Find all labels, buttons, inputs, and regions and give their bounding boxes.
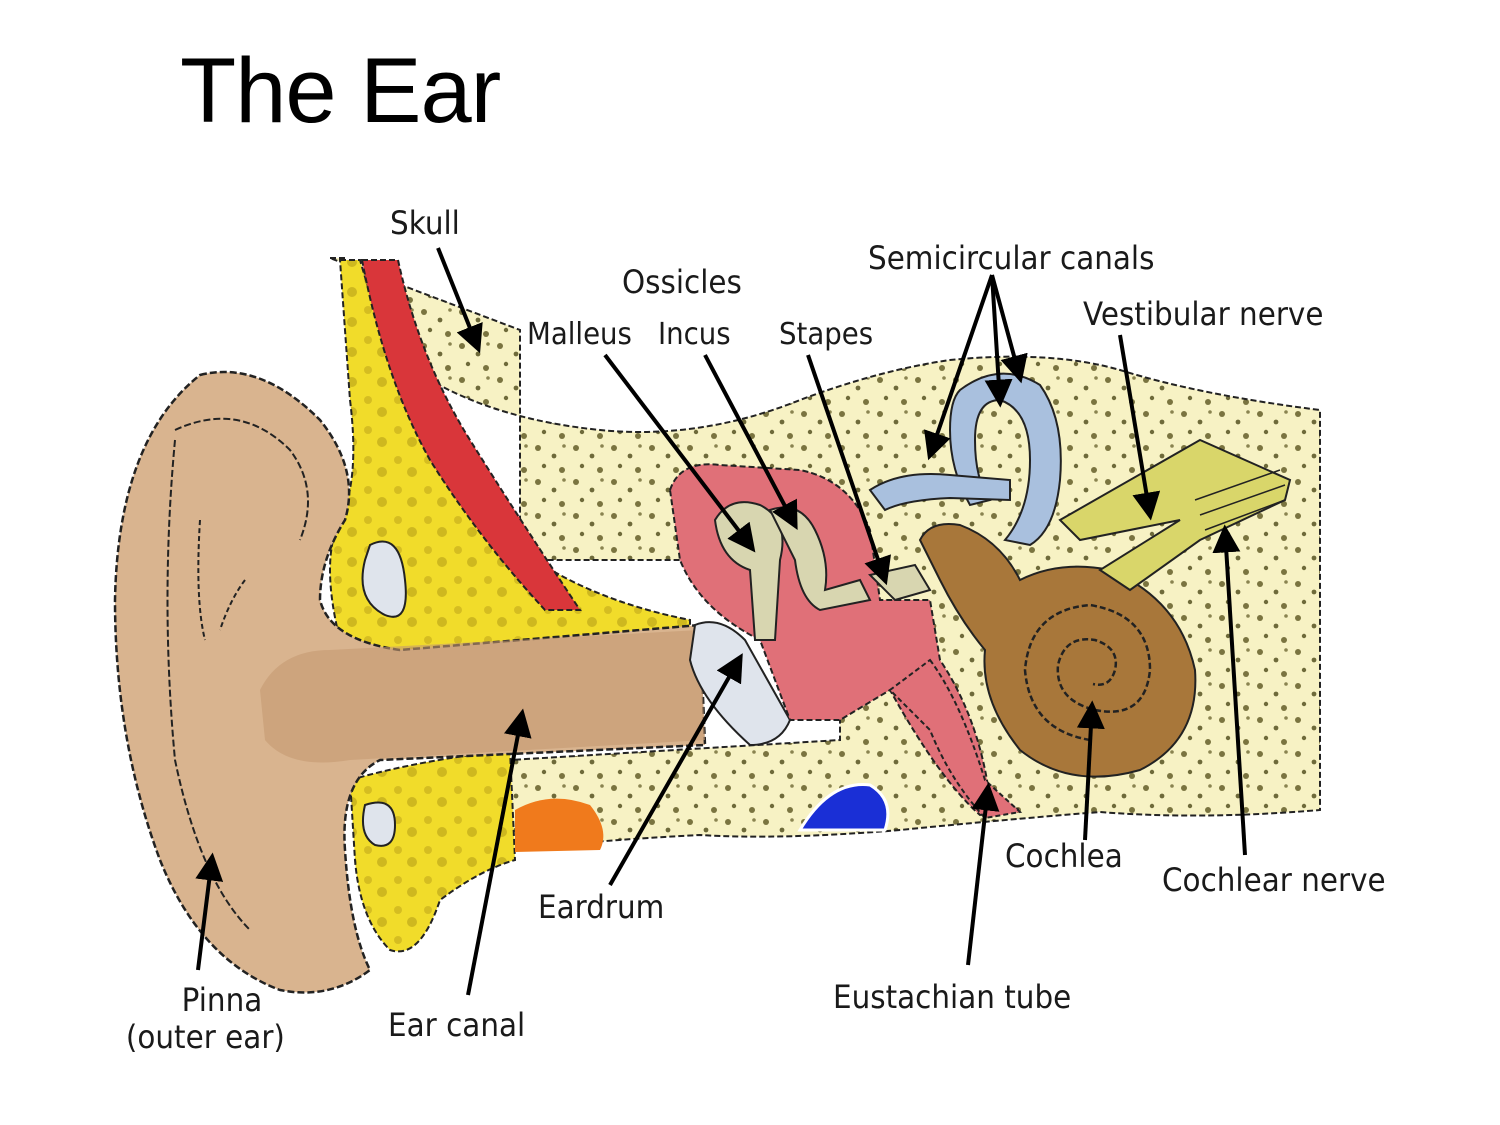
skull-pointer <box>436 247 483 354</box>
auditory-nerves <box>1058 438 1292 592</box>
label-skull: Skull <box>390 204 460 242</box>
incus-pointer <box>703 354 798 530</box>
malleus-pointer <box>603 353 756 553</box>
label-semicircular-canals: Semicircular canals <box>868 239 1155 277</box>
gland-orange <box>515 798 604 852</box>
blood-vessel-blue <box>797 783 890 832</box>
pinna-pointer <box>195 852 224 971</box>
page-title: The Ear <box>180 40 501 142</box>
label-cochlea: Cochlea <box>1005 837 1123 875</box>
label-cochlear-nerve: Cochlear nerve <box>1162 861 1386 899</box>
label-pinna-line2: (outer ear) <box>125 1017 285 1056</box>
label-pinna: Pinna (outer ear) <box>118 982 293 1056</box>
cochlear-nerve-pointer <box>1212 524 1247 856</box>
semicircular-pointer-3 <box>990 274 1028 384</box>
eustachian-tube <box>888 658 1023 820</box>
label-incus: Incus <box>658 317 731 352</box>
semicircular-pointer-1 <box>924 274 994 461</box>
stapes-pointer <box>806 354 891 586</box>
vestibular-pointer <box>1118 334 1161 521</box>
eustachian-pointer <box>966 782 1000 966</box>
eardrum-pointer <box>608 653 743 886</box>
label-malleus: Malleus <box>527 317 632 352</box>
cochlea-pointer <box>1076 700 1105 841</box>
label-ear-canal: Ear canal <box>388 1006 526 1044</box>
label-eustachian-tube: Eustachian tube <box>833 978 1072 1016</box>
pointer-lines <box>195 247 1247 996</box>
skull-marrow-lower <box>348 748 517 953</box>
semicircular-canals <box>868 372 1062 547</box>
label-pinna-line1: Pinna <box>181 981 263 1019</box>
label-stapes: Stapes <box>779 317 874 352</box>
label-vestibular-nerve: Vestibular nerve <box>1083 295 1324 333</box>
semicircular-pointer-2 <box>984 274 1013 408</box>
label-eardrum: Eardrum <box>538 888 665 926</box>
pinna <box>113 370 707 994</box>
ear-canal-pointer <box>466 708 532 996</box>
label-ossicles: Ossicles <box>622 263 742 301</box>
muscle-band <box>360 259 582 611</box>
